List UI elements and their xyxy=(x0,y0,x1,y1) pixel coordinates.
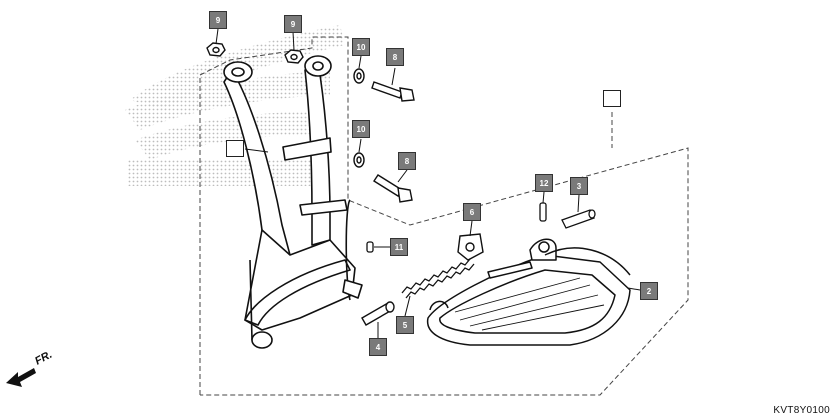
footrest-assembly-callout xyxy=(603,90,621,107)
callout-9-left: 9 xyxy=(209,11,227,29)
callout-10-upper: 10 xyxy=(352,38,370,56)
leader-lines xyxy=(215,28,641,338)
callout-4: 4 xyxy=(369,338,387,356)
main-stand xyxy=(223,55,363,349)
front-direction-arrow xyxy=(6,368,36,387)
washer-upper xyxy=(353,68,365,84)
bolt-lower xyxy=(373,174,413,203)
callout-12: 12 xyxy=(535,174,553,192)
footrest-step xyxy=(426,238,631,346)
callout-10-lower: 10 xyxy=(352,120,370,138)
callout-3: 3 xyxy=(570,177,588,195)
diagram-code: KVT8Y0100 xyxy=(773,405,830,416)
cotter-pin xyxy=(366,241,374,253)
pivot-shaft xyxy=(361,301,395,326)
flange-nut-left xyxy=(206,42,226,57)
spring-pin xyxy=(539,202,547,222)
callout-5: 5 xyxy=(396,316,414,334)
callout-6: 6 xyxy=(463,203,481,221)
callout-8-upper: 8 xyxy=(386,48,404,66)
washer-lower xyxy=(353,152,365,168)
stand-assembly-callout xyxy=(226,140,244,157)
step-pin xyxy=(561,209,596,229)
bolt-upper xyxy=(371,81,415,102)
pivot-block xyxy=(457,233,484,261)
stand-group-box xyxy=(199,36,689,396)
callout-2: 2 xyxy=(640,282,658,300)
callout-11: 11 xyxy=(390,238,408,256)
callout-9-right: 9 xyxy=(284,15,302,33)
return-spring xyxy=(401,258,475,299)
flange-nut-right xyxy=(284,49,304,64)
callout-8-lower: 8 xyxy=(398,152,416,170)
